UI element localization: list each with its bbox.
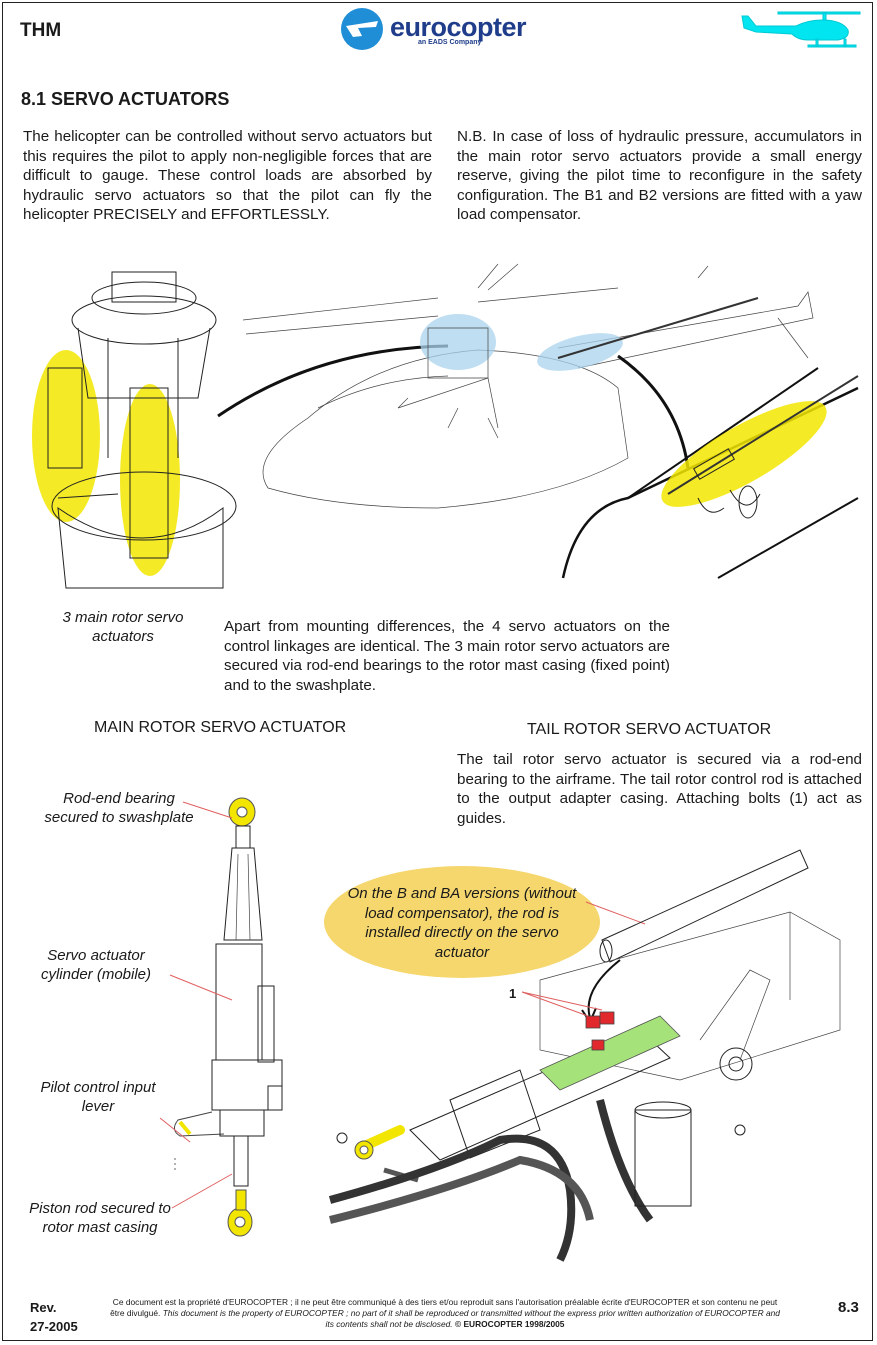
- tail-detail-drawing: [561, 367, 859, 579]
- bubble-note: On the B and BA versions (without load c…: [347, 885, 577, 961]
- notice-french: Ce document est la propriété d'EUROCOPTE…: [110, 1297, 778, 1318]
- tail-rotor-title: TAIL ROTOR SERVO ACTUATOR: [527, 721, 772, 738]
- notice-english: This document is the property of EUROCOP…: [162, 1308, 780, 1329]
- section-title: 8.1 SERVO ACTUATORS: [21, 89, 230, 109]
- logo-word: eurocopter: [390, 12, 527, 42]
- footer-revision: Rev. 27-2005: [30, 1298, 78, 1336]
- notice-copyright: © EUROCOPTER 1998/2005: [454, 1319, 565, 1329]
- mast-detail-drawing: [32, 271, 237, 589]
- document-code: THM: [20, 20, 62, 41]
- rod-end-bearing-label: Rod-end bearing secured to swashplate: [44, 790, 194, 826]
- revision-label: Rev.: [30, 1300, 57, 1315]
- pilot-lever-label: Pilot control input lever: [40, 1079, 156, 1115]
- piston-rod-label: Piston rod secured to rotor mast casing: [29, 1200, 171, 1236]
- main-rotor-leader-lines: [159, 801, 233, 1209]
- tail-rotor-actuator-drawing: [324, 849, 841, 1262]
- main-rotor-title: MAIN ROTOR SERVO ACTUATOR: [94, 719, 347, 736]
- helicopter-outline-drawing: [242, 263, 814, 509]
- overview-illustration: [32, 263, 859, 589]
- callout-bolts-number: 1: [509, 986, 517, 1001]
- mounting-paragraph: Apart from mounting differences, the 4 s…: [224, 618, 670, 694]
- logo-tagline: an EADS Company: [418, 39, 482, 46]
- helicopter-icon: [741, 11, 861, 48]
- intro-paragraph-left: The helicopter can be controlled without…: [23, 128, 432, 223]
- eurocopter-logo-icon: [341, 8, 383, 50]
- overview-caption: 3 main rotor servo actuators: [62, 609, 184, 645]
- main-rotor-actuator-drawing: [174, 797, 283, 1237]
- servo-cylinder-label: Servo actuator cylinder (mobile): [40, 947, 152, 983]
- footer-notice: Ce document est la propriété d'EUROCOPTE…: [110, 1297, 780, 1330]
- tail-rotor-paragraph: The tail rotor servo actuator is secured…: [457, 751, 862, 827]
- intro-paragraph-right: N.B. In case of loss of hydraulic pressu…: [457, 128, 862, 223]
- page-number: 8.3: [838, 1299, 859, 1316]
- eurocopter-logo: eurocopter an EADS Company: [338, 6, 553, 52]
- revision-date: 27-2005: [30, 1319, 78, 1334]
